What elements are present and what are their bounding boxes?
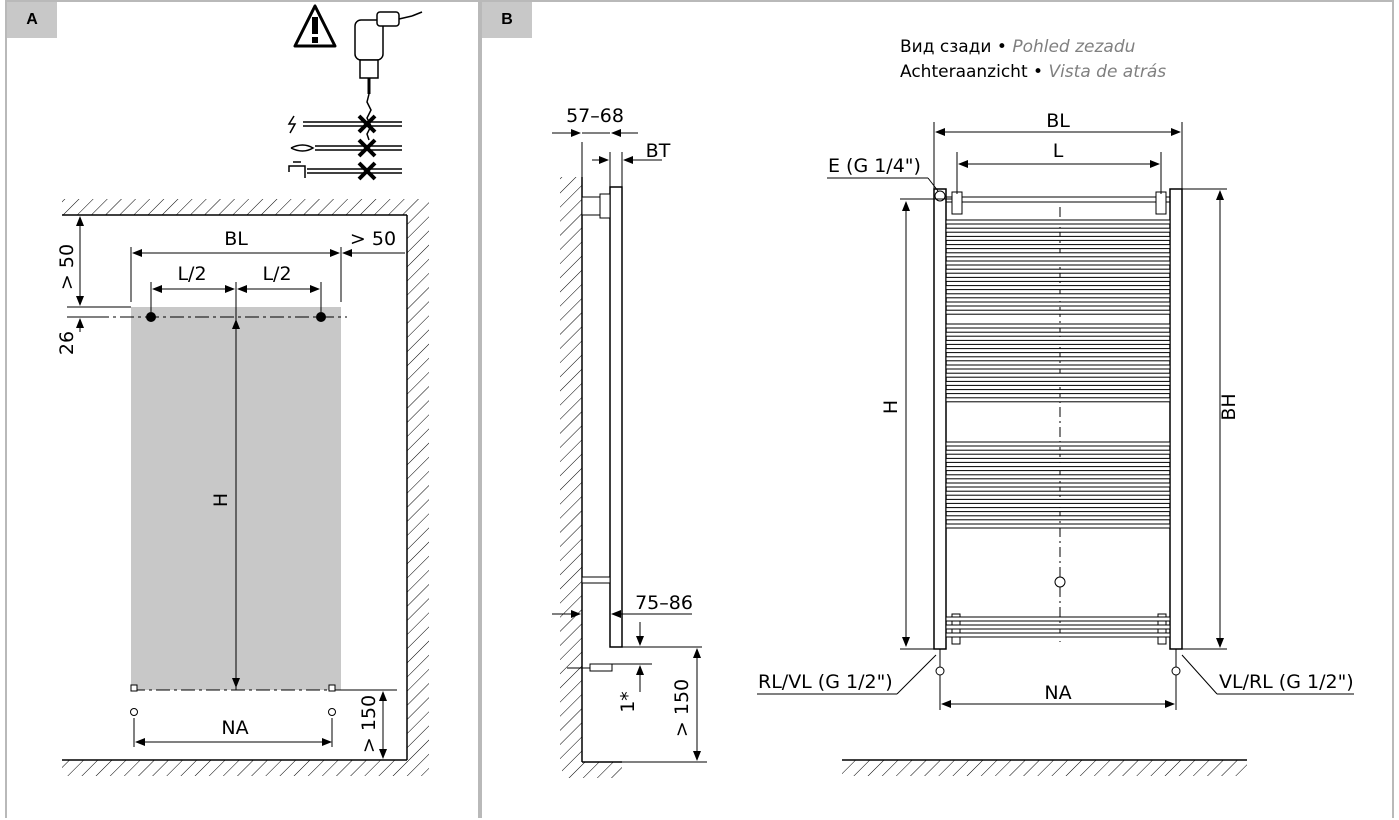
dim-floor-gap: > 150: [358, 695, 380, 753]
dim-rear-bl: BL: [1046, 110, 1070, 132]
towel-bar: [945, 372, 1171, 378]
dim-depth-bt: BT: [646, 140, 671, 162]
towel-bar: [945, 380, 1171, 386]
towel-bar: [945, 235, 1171, 241]
caption-line-1: Вид сзади • Pohled zezadu: [900, 37, 1136, 57]
towel-bar: [945, 482, 1171, 488]
towel-bar: [945, 490, 1171, 496]
dim-bl: BL: [224, 228, 248, 250]
towel-bar: [945, 339, 1171, 345]
side-view-dimension-lines: [552, 129, 707, 763]
towel-bar: [945, 624, 1171, 630]
panel-b-label: B: [482, 2, 532, 38]
caption-ru: Вид сзади •: [900, 37, 1012, 57]
gas-flame-icon: [290, 144, 402, 152]
panel-a-drawing: BL > 50 L/2 L/2 > 50 26 H NA > 150: [56, 4, 429, 776]
rear-view: [842, 188, 1247, 776]
towel-bar: [945, 449, 1171, 455]
dim-rear-bh: BH: [1218, 393, 1240, 420]
towel-bar: [945, 364, 1171, 370]
towel-bar: [945, 348, 1171, 354]
no-drill-cross-icons: [357, 114, 377, 181]
dim-half-left: L/2: [177, 263, 206, 285]
dim-rear-l: L: [1053, 140, 1064, 162]
lightning-icon: [287, 115, 402, 134]
towel-bar: [945, 616, 1171, 622]
label-left-connection: RL/VL (G 1/2"): [758, 671, 893, 693]
dim-top-gap: > 50: [56, 244, 78, 290]
dim-na: NA: [221, 717, 248, 739]
dim-side-floor-gap: > 150: [671, 679, 693, 737]
dim-rear-h: H: [880, 400, 902, 414]
towel-bar: [945, 301, 1171, 307]
towel-bar: [945, 457, 1171, 463]
towel-bar: [945, 474, 1171, 480]
towel-bar: [945, 389, 1171, 395]
towel-bar: [945, 523, 1171, 529]
caption-nl: Achteraanzicht •: [900, 62, 1048, 82]
dim-one-star: 1*: [617, 691, 639, 713]
caption-line-2: Achteraanzicht • Vista de atrás: [900, 62, 1166, 82]
dim-top-offset: 57–68: [566, 105, 624, 127]
towel-bar: [945, 285, 1171, 291]
dim-side-gap: > 50: [350, 228, 396, 250]
towel-bar: [945, 309, 1171, 315]
dim-rear-na: NA: [1044, 682, 1071, 704]
caption-cz: Pohled zezadu: [1012, 37, 1135, 57]
towel-bar: [945, 244, 1171, 250]
panel-b-drawing: Вид сзади • Pohled zezadu Achteraanzicht…: [552, 37, 1354, 778]
towel-bar: [945, 356, 1171, 362]
dim-bottom-offset: 75–86: [635, 592, 693, 614]
towel-bar: [945, 441, 1171, 447]
rear-view-bars: [945, 219, 1171, 638]
towel-bar: [945, 498, 1171, 504]
towel-bar: [945, 276, 1171, 282]
towel-bar: [945, 632, 1171, 638]
panel-b: B Вид сзади • Pohled zezadu Achteraanzic…: [480, 0, 1394, 818]
water-tap-icon: [288, 161, 402, 178]
label-vent: E (G 1/4"): [828, 155, 921, 177]
towel-bar: [945, 260, 1171, 266]
towel-bar: [945, 219, 1171, 225]
towel-bar: [945, 515, 1171, 521]
drill-icon: [354, 11, 423, 141]
towel-bar: [945, 507, 1171, 513]
wall-hatching: [62, 199, 429, 776]
towel-bar: [945, 252, 1171, 258]
towel-bar: [945, 268, 1171, 274]
dim-height: H: [210, 493, 232, 507]
warning-icon: [293, 4, 337, 48]
dim-offset-26: 26: [56, 331, 78, 355]
label-right-connection: VL/RL (G 1/2"): [1219, 671, 1354, 693]
dim-half-right: L/2: [262, 263, 291, 285]
panel-a-label: A: [7, 2, 57, 38]
rear-view-dimension-lines: [757, 122, 1354, 710]
panel-a: A: [5, 0, 480, 818]
side-view: [560, 177, 623, 778]
towel-bar: [945, 293, 1171, 299]
caption-es: Vista de atrás: [1048, 62, 1166, 82]
towel-bar: [945, 466, 1171, 472]
panel-a-dimension-lines: [67, 216, 405, 759]
towel-bar: [945, 323, 1171, 329]
towel-bar: [945, 331, 1171, 337]
towel-bar: [945, 227, 1171, 233]
towel-bar: [945, 397, 1171, 403]
